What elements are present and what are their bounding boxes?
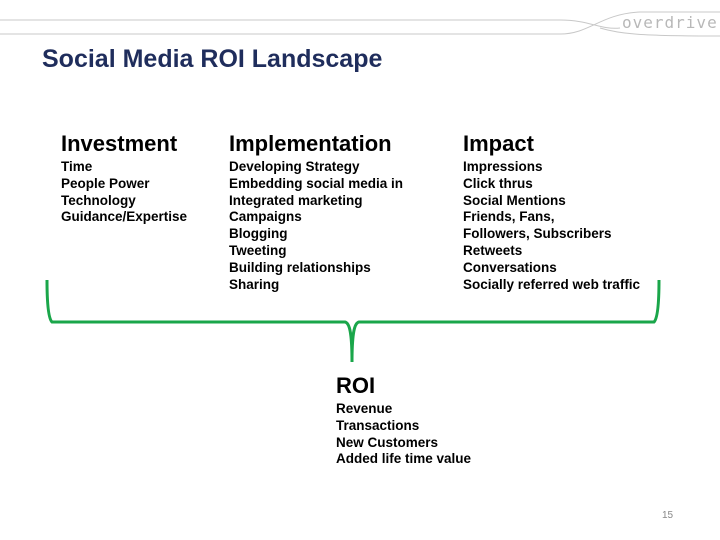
list-item: Impressions <box>463 159 543 174</box>
column-heading: Investment <box>61 131 178 156</box>
list-item: Friends, Fans, <box>463 209 555 225</box>
page-number: 15 <box>662 510 674 521</box>
list-item: Socially referred web traffic <box>463 276 641 292</box>
list-item: People Power <box>61 175 150 191</box>
list-item: Time <box>61 159 93 174</box>
list-item: Building relationships <box>229 259 371 275</box>
logo-swoosh <box>0 11 720 37</box>
list-item: Embedding social media in <box>229 175 404 191</box>
overdrive-logo: overdrive <box>622 13 718 32</box>
list-item: Transactions <box>336 417 420 433</box>
list-item: Tweeting <box>229 242 287 258</box>
list-item: Blogging <box>229 226 288 242</box>
list-item: Guidance/Expertise <box>61 209 188 225</box>
list-item: Campaigns <box>229 209 302 225</box>
list-item: Revenue <box>336 401 393 416</box>
curly-brace <box>45 279 661 363</box>
roi-column: ROI Revenue Transactions New Customers A… <box>336 372 471 468</box>
list-item: Developing Strategy <box>229 159 360 174</box>
list-item: Technology <box>61 192 136 208</box>
list-item: Social Mentions <box>463 192 566 208</box>
list-item: Conversations <box>463 259 557 275</box>
list-item: Added life time value <box>336 451 472 467</box>
column-heading: Impact <box>463 131 534 156</box>
list-item: Followers, Subscribers <box>463 226 612 242</box>
column-heading: Implementation <box>229 131 392 156</box>
list-item: Retweets <box>463 242 523 258</box>
list-item: Click thrus <box>463 175 533 191</box>
list-item: New Customers <box>336 434 439 450</box>
column-heading: ROI <box>336 373 376 398</box>
impact-column: Impact Impressions Click thrus Social Me… <box>463 130 640 293</box>
list-item: Integrated marketing <box>229 192 363 208</box>
implementation-column: Implementation Developing Strategy Embed… <box>229 130 403 293</box>
list-item: Sharing <box>229 276 280 292</box>
investment-column: Investment Time People Power Technology … <box>61 130 187 226</box>
slide-title: Social Media ROI Landscape <box>42 45 383 73</box>
